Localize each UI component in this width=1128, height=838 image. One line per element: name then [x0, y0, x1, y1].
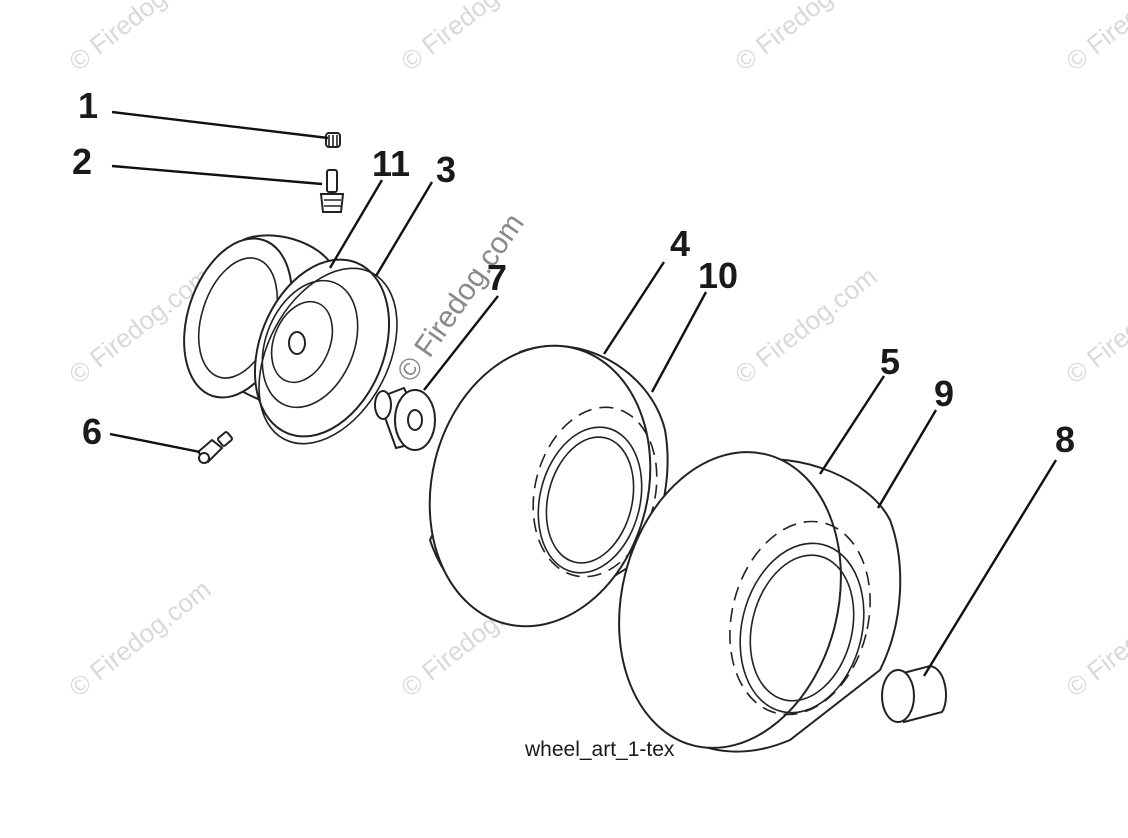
watermark: © Firedog.com [1060, 0, 1128, 77]
callout-numbers: 1 2 11 3 7 6 4 10 5 9 8 [72, 85, 1075, 460]
callout-8: 8 [1055, 419, 1075, 460]
rim-ring-part [258, 267, 398, 445]
watermark: © Firedog.com [63, 574, 216, 703]
tire-part-5 [618, 451, 902, 753]
callout-1: 1 [78, 85, 98, 126]
watermark: © Firedog.com [1060, 261, 1128, 390]
valve-stem-part [319, 169, 345, 213]
watermark: © Firedog.com [1060, 574, 1128, 703]
callout-10: 10 [698, 255, 738, 296]
watermark: © Firedog.com [729, 261, 882, 390]
hub-cap-part [881, 664, 947, 724]
watermark: © Firedog.com [729, 0, 882, 77]
wheel-rim-part [183, 234, 391, 438]
callout-6: 6 [82, 411, 102, 452]
figure-caption: wheel_art_1-tex [524, 738, 675, 761]
callout-7: 7 [487, 257, 507, 298]
callout-5: 5 [880, 341, 900, 382]
callout-11: 11 [372, 143, 410, 184]
callout-9: 9 [934, 373, 954, 414]
tire-part-4 [428, 344, 669, 628]
callout-3: 3 [436, 149, 456, 190]
grease-fitting-part [196, 431, 233, 464]
callout-4: 4 [670, 223, 690, 264]
watermark: © Firedog.com [395, 0, 548, 77]
watermark: © Firedog.com [63, 0, 216, 77]
callout-2: 2 [72, 141, 92, 182]
valve-cap-part [325, 132, 341, 148]
bushing-part [374, 386, 436, 451]
leader-lines [109, 110, 1058, 677]
